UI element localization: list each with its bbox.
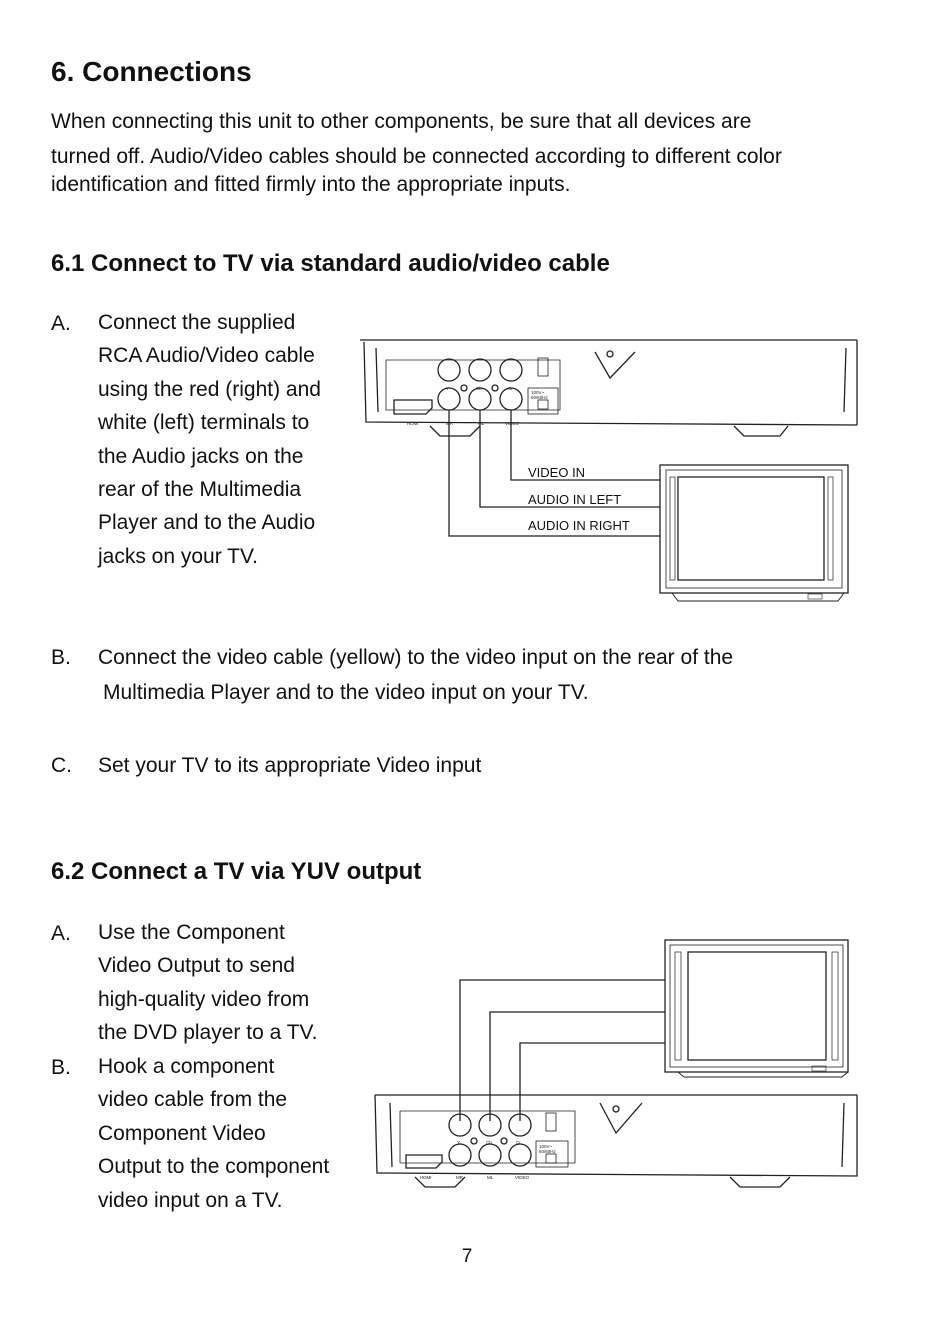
step-a-line: RCA Audio/Video cable — [98, 344, 315, 368]
hdmi-port-icon — [405, 1154, 443, 1169]
cable-label-audio-right: AUDIO IN RIGHT — [528, 518, 630, 533]
step-b-line: Component Video — [98, 1121, 266, 1145]
port-label: HDMI — [420, 1175, 432, 1180]
step-a-line: Player and to the Audio — [98, 511, 316, 535]
step-c-text: Set your TV to its appropriate Video inp… — [98, 754, 482, 777]
step-b-text: Hook a component video cable from the Co… — [98, 1050, 368, 1217]
page-title: 6. Connections — [51, 56, 252, 87]
step-a-line: Video Output to send — [98, 954, 295, 978]
jack-cr-icon — [499, 358, 523, 382]
jack-cr-icon — [508, 1113, 532, 1137]
jack-label: Cb — [476, 386, 482, 391]
cable-audio-left — [479, 410, 660, 508]
panel-notch — [594, 351, 636, 380]
step-b-line: video input on a TV. — [98, 1188, 283, 1212]
tv-outline — [664, 939, 849, 1073]
port-label: ML — [478, 421, 485, 426]
jack-ml-icon — [468, 387, 492, 411]
cable-video — [510, 410, 660, 481]
tv-outline — [659, 464, 849, 594]
power-label: 100V~ — [531, 390, 545, 395]
led-icon — [612, 1105, 620, 1113]
jack-label: Cb — [486, 1140, 492, 1145]
step-a-line: jacks on your TV. — [98, 544, 258, 568]
cable-y — [459, 979, 665, 1121]
tv-screen — [687, 951, 827, 1061]
player-foot-left — [429, 425, 481, 437]
power-label: 60/60Hz — [531, 395, 549, 400]
jack-cb-icon — [468, 358, 492, 382]
step-b-line: Output to the component — [98, 1155, 330, 1179]
step-a-line: Connect the supplied — [98, 311, 296, 334]
player-foot-left — [414, 1176, 466, 1188]
jack-label: Cr — [508, 386, 513, 391]
step-a-line: using the red (right) and — [98, 377, 321, 401]
intro-line-2: turned off. Audio/Video cables should be… — [51, 145, 782, 168]
port-label: MR — [446, 421, 454, 426]
player-foot-right — [733, 425, 789, 437]
step-a-line: rear of the Multimedia — [98, 478, 302, 502]
step-a-text: Connect the supplied RCA Audio/Video cab… — [98, 306, 363, 573]
jack-video-icon — [508, 1143, 532, 1167]
hdmi-port-icon — [393, 399, 433, 415]
intro-line-1: When connecting this unit to other compo… — [51, 110, 752, 133]
step-a-label: A. — [51, 922, 71, 945]
power-box — [527, 387, 559, 415]
jack-y-icon — [448, 1113, 472, 1137]
step-b-line-2: Multimedia Player and to the video input… — [103, 681, 589, 704]
step-a-label: A. — [51, 312, 71, 335]
jack-mr-icon — [437, 387, 461, 411]
power-label: 100V~ — [539, 1144, 553, 1149]
jack-mr-icon — [448, 1143, 472, 1167]
step-b-line: Hook a component — [98, 1055, 275, 1078]
step-b-line-1: Connect the video cable (yellow) to the … — [98, 646, 734, 669]
tv-screen — [677, 476, 825, 581]
tv-connection-diagram-av: Y Cb Cr HDMI MR ML VIDEO 100V~ 60/60Hz V… — [360, 339, 858, 602]
section-heading-6-1: 6.1 Connect to TV via standard audio/vid… — [51, 250, 610, 277]
led-icon — [606, 350, 614, 358]
section-heading-6-2: 6.2 Connect a TV via YUV output — [51, 858, 422, 885]
jack-label: Y — [446, 386, 449, 391]
jack-label: Y — [457, 1140, 460, 1145]
player-foot-right — [729, 1176, 791, 1188]
step-a-text: Use the Component Video Output to send h… — [98, 916, 368, 1050]
step-a-line: high-quality video from — [98, 987, 310, 1011]
port-label: VIDEO — [515, 1175, 530, 1180]
step-a-line: Use the Component — [98, 921, 285, 944]
tv-connection-diagram-yuv: Y Cb Cr HDMI MR ML VIDEO 100V~ 60/60Hz — [374, 939, 858, 1188]
cable-label-audio-left: AUDIO IN LEFT — [528, 492, 621, 507]
step-a-line: the DVD player to a TV. — [98, 1021, 318, 1045]
step-b-label: B. — [51, 1056, 71, 1079]
intro-line-3: identification and fitted firmly into th… — [51, 173, 571, 196]
power-box — [535, 1140, 569, 1168]
cable-cr — [519, 1042, 665, 1121]
cable-label-video-in: VIDEO IN — [528, 465, 585, 480]
jack-video-icon — [499, 387, 523, 411]
jack-cb-icon — [478, 1113, 502, 1137]
panel-notch — [599, 1102, 643, 1135]
cable-audio-right — [448, 410, 660, 537]
port-label: ML — [487, 1175, 494, 1180]
jack-label: Cr — [516, 1140, 521, 1145]
power-label: 60/60Hz — [539, 1149, 557, 1154]
step-a-line: the Audio jacks on the — [98, 444, 304, 468]
cable-cb — [489, 1011, 665, 1121]
port-label: HDMI — [407, 421, 419, 426]
jack-y-icon — [437, 358, 461, 382]
player-body — [363, 341, 858, 426]
page-number: 7 — [461, 1246, 473, 1267]
player-body — [374, 1094, 858, 1177]
step-b-line: video cable from the — [98, 1088, 288, 1112]
port-label: VIDEO — [505, 421, 520, 426]
step-a-line: white (left) terminals to — [98, 411, 310, 435]
jack-ml-icon — [478, 1143, 502, 1167]
port-label: MR — [456, 1175, 464, 1180]
step-c-label: C. — [51, 754, 72, 777]
step-b-label: B. — [51, 646, 71, 669]
